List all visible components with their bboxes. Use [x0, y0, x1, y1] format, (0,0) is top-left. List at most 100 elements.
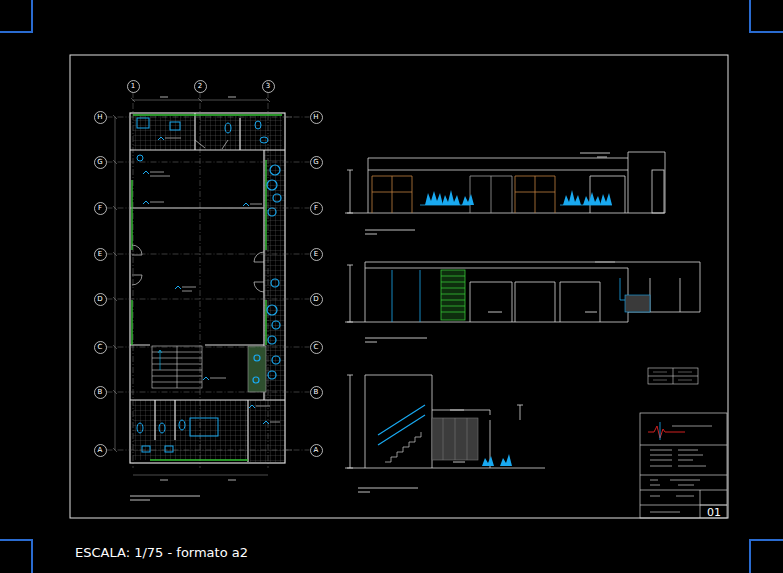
level-marks [143, 137, 269, 424]
bubble-circle [262, 80, 274, 92]
grid-label: F [310, 202, 323, 215]
bubble-circle [310, 248, 322, 260]
title-block [640, 413, 727, 518]
bubble-circle [94, 386, 106, 398]
green-walls [131, 180, 132, 345]
elevation-marks [365, 153, 610, 234]
bubble-circle [310, 156, 322, 168]
sanitary-fixtures [137, 423, 143, 433]
front-elevation-plants [600, 193, 612, 205]
transversal-stair [385, 432, 421, 462]
bubble-circle [310, 111, 322, 123]
finish-table [648, 368, 698, 384]
planter [248, 346, 266, 392]
grid-bubble: 1 [127, 80, 140, 93]
grid-label: 3 [262, 80, 275, 93]
bubble-circle [310, 202, 322, 214]
bubble-circle [94, 111, 106, 123]
tile-floor [133, 116, 195, 150]
transversal-stair [378, 405, 425, 445]
plan-walls [130, 113, 285, 463]
grid-label: A [310, 444, 323, 457]
plants [268, 208, 276, 216]
grid-bubble: E [310, 248, 323, 261]
green-walls [133, 114, 282, 115]
title-block [640, 413, 727, 518]
front-elevation [347, 170, 353, 213]
front-elevation [515, 176, 555, 213]
grid-bubble: B [310, 386, 323, 399]
plan-title-marks [130, 496, 200, 500]
bubble-circle [94, 248, 106, 260]
sanitary-fixtures [137, 155, 143, 161]
grid-label: C [94, 341, 107, 354]
grid-line [107, 254, 310, 255]
title-block-text-marks [650, 426, 712, 512]
plants [268, 371, 276, 379]
bubble-circle [310, 444, 322, 456]
bubble-circle [127, 80, 139, 92]
grid-bubble: B [94, 386, 107, 399]
transversal-marks [358, 410, 465, 492]
bubble-circle [94, 341, 106, 353]
sanitary-fixtures [179, 420, 185, 430]
grid-label: E [310, 248, 323, 261]
sanitary-fixtures [165, 446, 173, 452]
title-block [640, 445, 727, 518]
grid-bubble: C [94, 341, 107, 354]
dimension-lines [113, 115, 117, 452]
longitudinal-section [470, 282, 600, 322]
plants [253, 377, 259, 383]
grid-label: E [94, 248, 107, 261]
doors [195, 140, 228, 149]
grid-bubble: G [310, 156, 323, 169]
corner-marks [0, 540, 32, 573]
front-elevation [470, 176, 512, 213]
sanitary-fixtures [142, 446, 150, 452]
green-walls [265, 160, 266, 345]
grid-line [107, 208, 310, 209]
grid-line [107, 392, 310, 393]
plants [272, 321, 280, 329]
transversal-section [517, 405, 523, 420]
longitudinal-section [345, 312, 700, 322]
transversal-panel [432, 418, 478, 460]
grid-label: D [310, 293, 323, 306]
front-elevation-plants [442, 190, 460, 205]
dimension-lines [131, 98, 270, 102]
longitudinal-section [345, 262, 700, 322]
section-stair [441, 270, 465, 320]
grid-label: H [310, 111, 323, 124]
section-stair [441, 270, 465, 320]
transversal-stair [378, 405, 425, 462]
transversal-plants [500, 454, 512, 466]
grid-bubble: A [94, 444, 107, 457]
transversal-plants [482, 456, 494, 466]
transversal-section [347, 375, 353, 468]
bubble-circle [310, 341, 322, 353]
grid-label: B [310, 386, 323, 399]
front-elevation [368, 152, 665, 213]
elevation-marks [365, 153, 610, 234]
tile-floor [264, 150, 285, 400]
plants [273, 194, 281, 202]
finish-table [648, 368, 698, 384]
corner-marks [0, 0, 32, 32]
green-walls [150, 459, 248, 460]
grid-bubble: H [94, 111, 107, 124]
sheet-number: 01 [707, 506, 721, 519]
label-text: 01 [707, 506, 721, 519]
longitudinal-section [392, 270, 420, 322]
transversal-plants [482, 454, 512, 466]
plants [272, 356, 280, 364]
plants [254, 355, 260, 361]
bubble-circle [94, 202, 106, 214]
longitudinal-section [650, 278, 680, 312]
annotation-marks [150, 138, 280, 422]
sanitary-fixtures [260, 137, 268, 143]
grid-line [107, 162, 310, 163]
sanitary-fixtures [137, 118, 149, 128]
doors [254, 252, 264, 292]
tile-floor [250, 400, 285, 462]
